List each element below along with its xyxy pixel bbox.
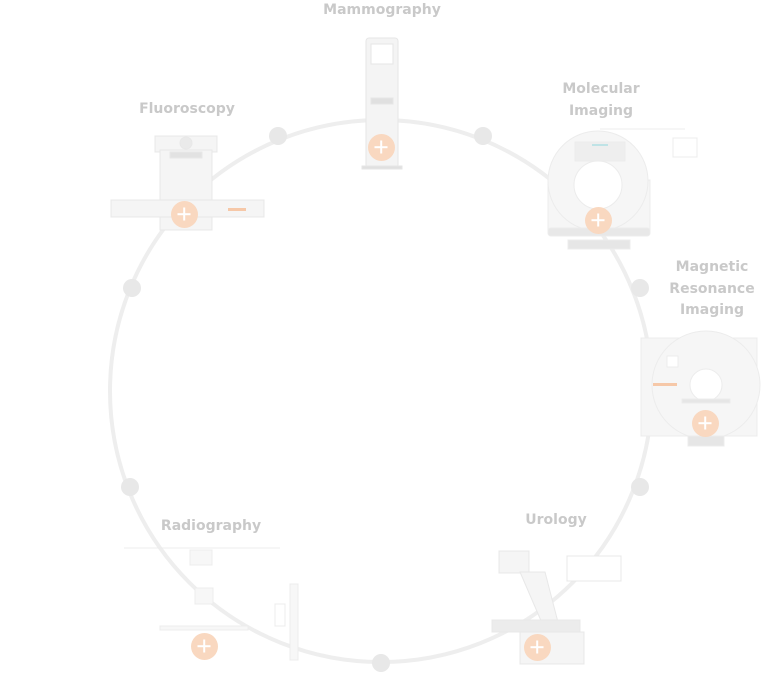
mri-label[interactable]: Magnetic Resonance Imaging <box>669 259 755 318</box>
ring-dot <box>631 279 649 297</box>
molecular-imaging-label[interactable]: Molecular Imaging <box>562 81 640 119</box>
ring-dot <box>123 279 141 297</box>
fluoroscopy-plus-button[interactable] <box>170 200 198 228</box>
mammography-label[interactable]: Mammography <box>323 2 441 18</box>
radiography-plus-button[interactable] <box>190 632 218 660</box>
molecular-imaging-device <box>547 128 698 250</box>
radiography-label[interactable]: Radiography <box>160 518 262 534</box>
ring-dot <box>269 127 287 145</box>
urology-plus-button[interactable] <box>523 633 551 661</box>
mammography-plus-button[interactable] <box>367 133 395 161</box>
molecular-imaging-plus-button[interactable] <box>584 206 612 234</box>
urology-label[interactable]: Urology <box>525 512 587 528</box>
fluoroscopy-label[interactable]: Fluoroscopy <box>139 101 235 117</box>
ring-dot <box>372 654 390 672</box>
mri-plus-button[interactable] <box>691 409 719 437</box>
radiography-device <box>124 547 299 661</box>
ring-dot <box>474 127 492 145</box>
urology-device <box>491 550 622 665</box>
ring-dot <box>121 478 139 496</box>
ring-dot <box>631 478 649 496</box>
